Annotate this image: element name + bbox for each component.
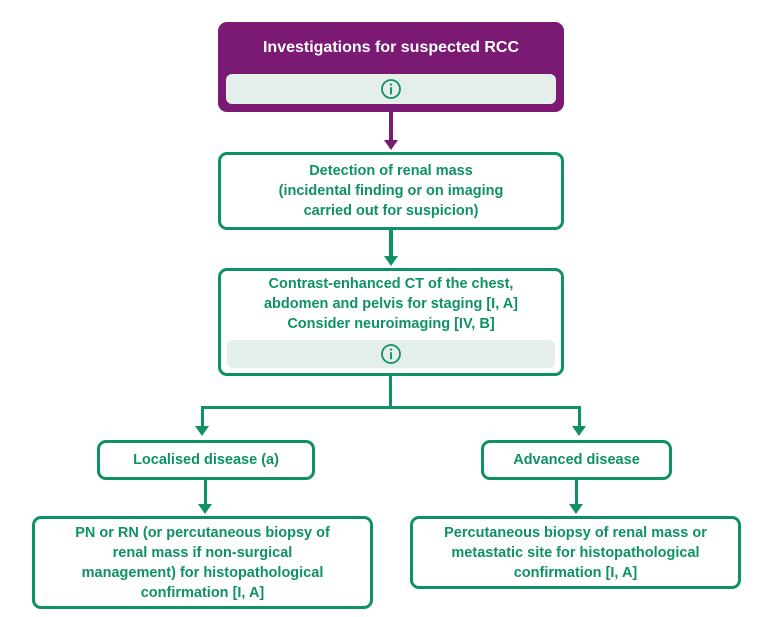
connector-title-to-detection — [389, 112, 393, 142]
connector-detection-to-staging — [389, 230, 393, 258]
node-title-investigations[interactable]: Investigations for suspected RCC — [218, 22, 564, 112]
info-icon[interactable] — [380, 78, 402, 100]
connector-drop-left — [201, 406, 204, 428]
node-localised-treatment[interactable]: PN or RN (or percutaneous biopsy of rena… — [32, 516, 373, 609]
connector-localised-to-treatment — [204, 480, 207, 506]
node-staging-line-1: Contrast-enhanced CT of the chest, — [268, 275, 514, 292]
node-advanced-label: Advanced disease — [513, 452, 640, 468]
node-staging[interactable]: Contrast-enhanced CT of the chest, abdom… — [218, 268, 564, 376]
node-localised-treatment-line-1: PN or RN (or percutaneous biopsy of — [75, 524, 330, 541]
arrowhead-to-localised — [195, 426, 209, 436]
connector-drop-right — [578, 406, 581, 428]
node-detection-line-1: Detection of renal mass — [309, 163, 473, 179]
node-detection-line-2: (incidental finding or on imaging — [278, 183, 504, 199]
node-advanced-treatment-line-1: Percutaneous biopsy of renal mass or — [444, 524, 707, 541]
node-advanced-treatment[interactable]: Percutaneous biopsy of renal mass or met… — [410, 516, 741, 589]
info-icon[interactable] — [380, 343, 402, 365]
node-staging-body: Contrast-enhanced CT of the chest, abdom… — [221, 271, 561, 336]
node-advanced-disease[interactable]: Advanced disease — [481, 440, 672, 480]
node-localised-label: Localised disease (a) — [133, 452, 279, 468]
arrowhead-advanced-to-treatment — [569, 504, 583, 514]
node-advanced-treatment-line-2: metastatic site for histopathological — [451, 544, 700, 561]
node-localised-treatment-line-3: management) for histopathological — [81, 564, 324, 581]
info-strip-title[interactable] — [226, 74, 556, 104]
node-staging-line-2: abdomen and pelvis for staging [I, A] — [263, 295, 519, 312]
info-strip-staging[interactable] — [227, 340, 555, 368]
node-detection-line-3: carried out for suspicion) — [303, 203, 479, 219]
node-localised-treatment-line-2: renal mass if non-surgical — [112, 544, 293, 561]
arrowhead-title-to-detection — [384, 140, 398, 150]
arrowhead-to-advanced — [572, 426, 586, 436]
arrowhead-localised-to-treatment — [198, 504, 212, 514]
connector-advanced-to-treatment — [575, 480, 578, 506]
node-detection[interactable]: Detection of renal mass (incidental find… — [218, 152, 564, 230]
node-localised-disease[interactable]: Localised disease (a) — [97, 440, 315, 480]
node-advanced-treatment-line-3: confirmation [I, A] — [513, 564, 638, 581]
connector-staging-stem — [389, 376, 392, 408]
connector-split-bar — [201, 406, 581, 409]
title-label: Investigations for suspected RCC — [262, 39, 520, 56]
node-staging-line-3: Consider neuroimaging [IV, B] — [287, 315, 495, 332]
arrowhead-detection-to-staging — [384, 256, 398, 266]
node-localised-treatment-line-4: confirmation [I, A] — [140, 584, 265, 601]
